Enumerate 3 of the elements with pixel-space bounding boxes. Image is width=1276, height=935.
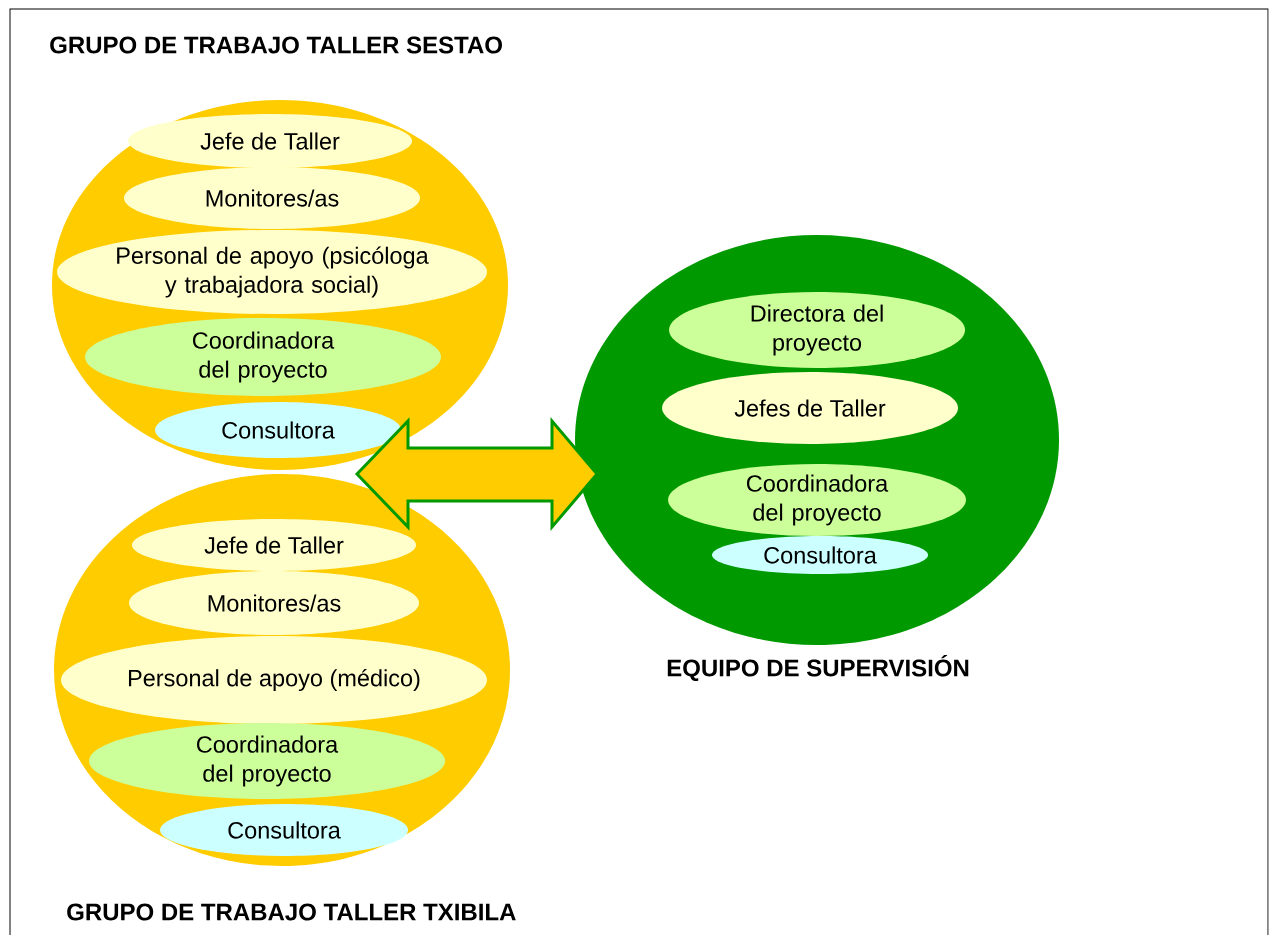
group-heading: GRUPO DE TRABAJO TALLER TXIBILA (67, 903, 516, 921)
group-heading: GRUPO DE TRABAJO TALLER SESTAO (50, 36, 502, 54)
group-heading: EQUIPO DE SUPERVISIÓN (667, 655, 969, 681)
